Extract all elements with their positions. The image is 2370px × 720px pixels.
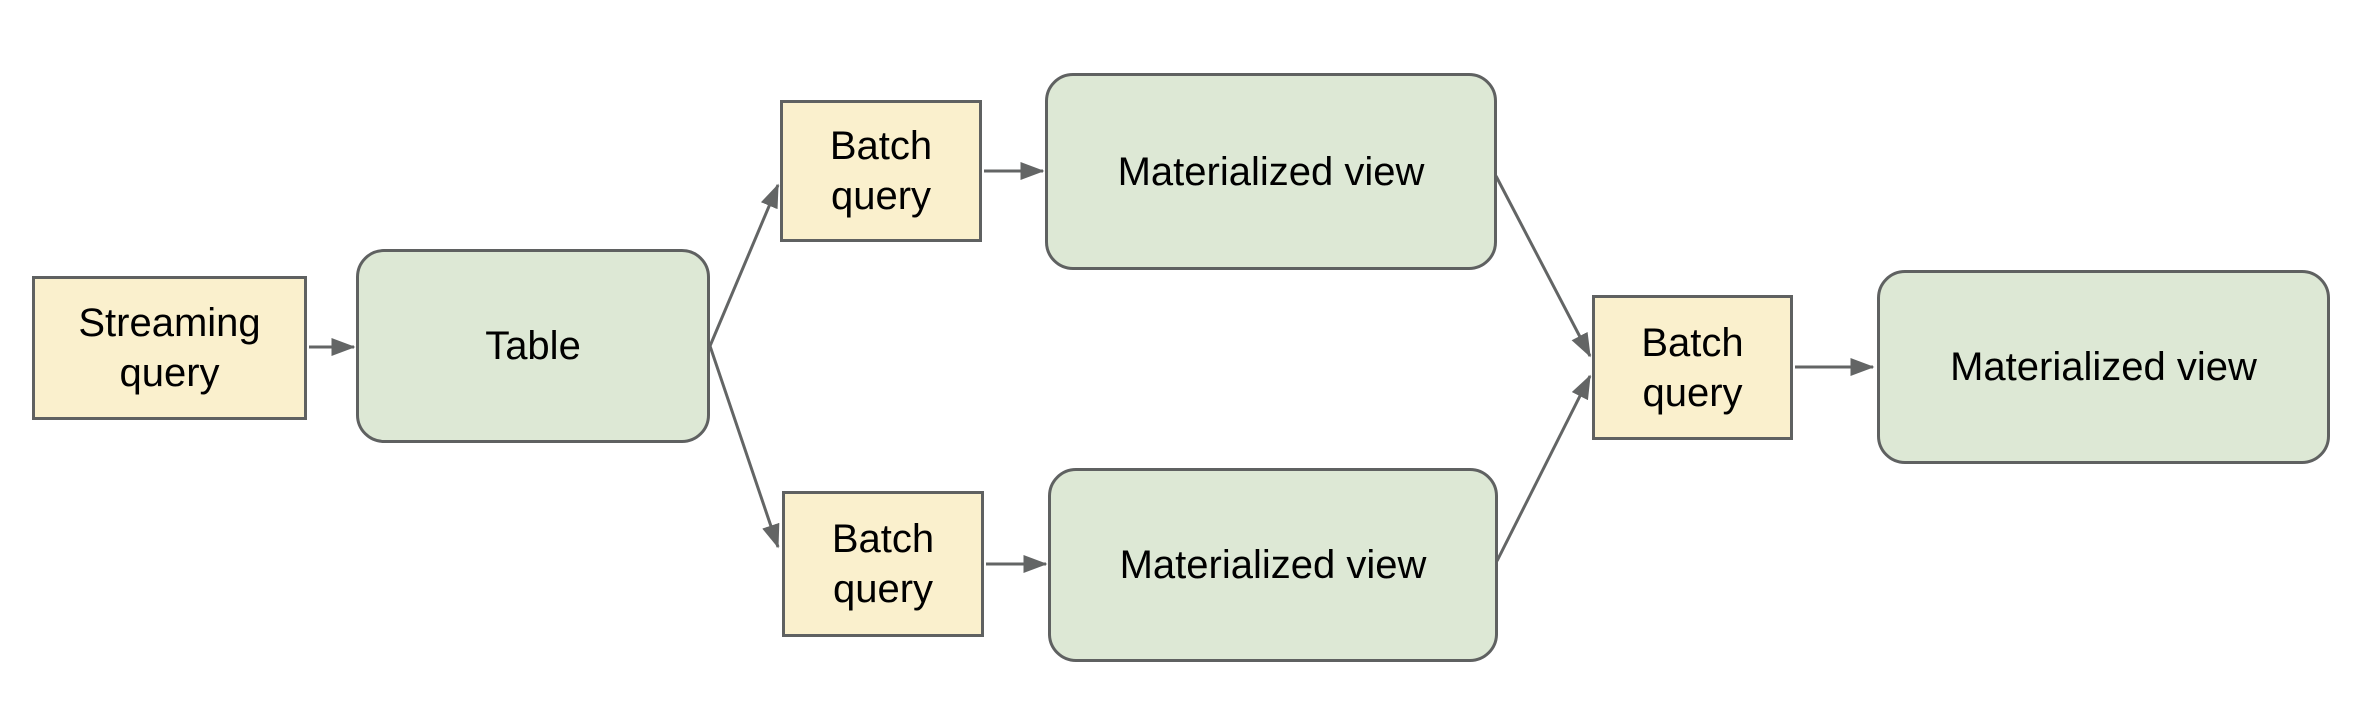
edge-materialized-view-bottom-to-batch-query-right — [1495, 374, 1592, 562]
edge-materialized-view-top-to-batch-query-right — [1494, 175, 1592, 358]
node-batch-query-bottom: Batch query — [782, 491, 984, 637]
node-label: Batch query — [1641, 320, 1744, 415]
node-table: Table — [356, 249, 710, 443]
edge-table-to-batch-query-top — [708, 183, 780, 347]
node-label: Table — [485, 324, 581, 368]
node-label: Batch query — [829, 124, 933, 218]
node-label: Batch query — [831, 517, 935, 611]
node-label: Materialized view — [1117, 149, 1425, 194]
node-label: Materialized view — [1119, 543, 1427, 587]
node-materialized-view-right: Materialized view — [1877, 270, 2330, 464]
edge-table-to-batch-query-bottom — [708, 345, 780, 549]
node-materialized-view-bottom: Materialized view — [1048, 468, 1498, 662]
node-batch-query-right: Batch query — [1592, 295, 1793, 440]
node-label: Streaming query — [78, 301, 261, 395]
node-streaming-query: Streaming query — [32, 276, 307, 420]
node-batch-query-top: Batch query — [780, 100, 982, 242]
node-materialized-view-top: Materialized view — [1045, 73, 1497, 270]
node-label: Materialized view — [1950, 345, 2257, 389]
